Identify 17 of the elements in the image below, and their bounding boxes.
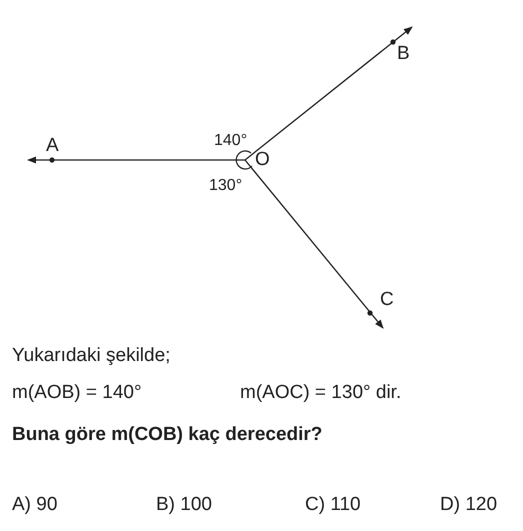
given-equation: m(AOB) = 140° [12, 382, 142, 404]
answer-option: C) 110 [305, 494, 361, 516]
ray-arrow [244, 26, 413, 160]
angle-label: 130° [209, 176, 242, 196]
angle-label: 140° [214, 131, 248, 151]
answer-option: D) 120 [440, 494, 498, 516]
ray-arrow [244, 160, 384, 329]
question-prompt: Buna göre m(COB) kaç derecedir? [12, 424, 322, 446]
point-label: C [380, 290, 394, 310]
given-equation: m(AOC) = 130° dir. [240, 382, 402, 404]
question-text: Yukarıdaki şekilde; [12, 345, 170, 367]
answer-option: A) 90 [12, 494, 58, 516]
answer-option: B) 100 [156, 494, 212, 516]
point-label: B [397, 44, 410, 64]
ray-arrow [27, 156, 245, 164]
point-label: O [255, 150, 270, 170]
point-label: A [46, 136, 59, 156]
